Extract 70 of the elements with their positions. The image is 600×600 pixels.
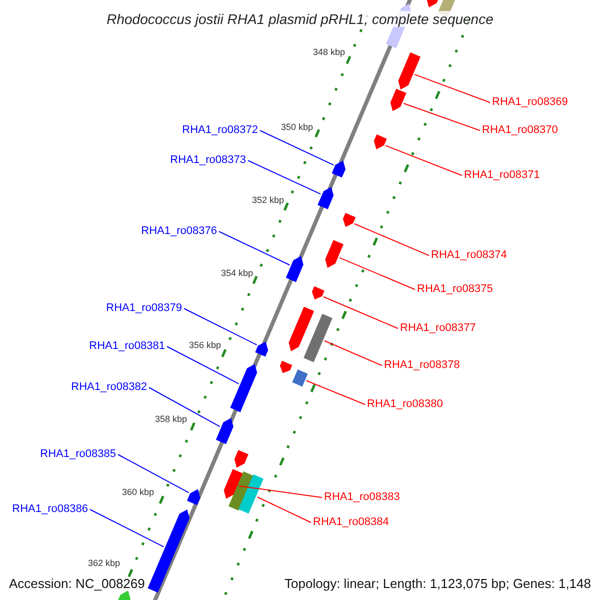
gene-feature bbox=[286, 256, 304, 282]
leader-line bbox=[260, 130, 334, 166]
gene-label: RHA1_ro08371 bbox=[464, 170, 540, 181]
leader-line bbox=[414, 74, 490, 103]
leader-line bbox=[385, 145, 462, 176]
gene-label: RHA1_ro08374 bbox=[431, 250, 507, 261]
tick-label: 354 kbp bbox=[220, 268, 253, 278]
gene-label: RHA1_ro08370 bbox=[482, 125, 558, 136]
gene-label: RHA1_ro08384 bbox=[313, 517, 389, 528]
tick-label: 348 kbp bbox=[312, 48, 345, 56]
gene-feature bbox=[390, 88, 406, 112]
gene-label: RHA1_ro08376 bbox=[141, 226, 217, 237]
gene-feature bbox=[304, 314, 332, 362]
gene-feature bbox=[280, 360, 292, 374]
gene-feature bbox=[426, 0, 440, 8]
gene-feature bbox=[228, 471, 254, 511]
gene-label: RHA1_ro08369 bbox=[492, 97, 568, 108]
tick-label: 356 kbp bbox=[188, 340, 221, 350]
leader-line bbox=[148, 387, 220, 428]
gene-label: RHA1_ro08382 bbox=[71, 382, 147, 393]
gene-feature bbox=[224, 469, 243, 499]
tick-label: 350 kbp bbox=[280, 122, 313, 132]
gene-feature bbox=[230, 364, 258, 412]
tick-label: 360 kbp bbox=[122, 488, 154, 496]
leader-line bbox=[338, 257, 416, 290]
gene-feature bbox=[234, 450, 248, 468]
gene-feature bbox=[238, 474, 264, 514]
gene-feature bbox=[288, 306, 314, 352]
gene-feature bbox=[312, 286, 324, 300]
gene-label: RHA1_ro08378 bbox=[384, 360, 460, 371]
gene-feature bbox=[216, 418, 234, 444]
tick-label: 358 kbp bbox=[154, 414, 187, 424]
gene-feature bbox=[398, 52, 420, 90]
gene-label: RHA1_ro08380 bbox=[367, 399, 443, 410]
map-title: Rhodococcus jostii RHA1 plasmid pRHL1, complete sequence bbox=[104, 11, 496, 27]
gene-label: RHA1_ro08381 bbox=[89, 341, 165, 352]
leader-line bbox=[324, 340, 382, 366]
leader-line bbox=[238, 485, 322, 498]
gene-feature bbox=[255, 342, 268, 357]
topology-note: Topology: linear; Length: 1,123,075 bp; Genes: 1,148 bbox=[284, 576, 591, 590]
gene-label: RHA1_ro08375 bbox=[417, 284, 493, 295]
gene-label: RHA1_ro08379 bbox=[106, 303, 182, 314]
accession-note: Accession: NC_008269 bbox=[9, 576, 145, 590]
gene-feature bbox=[374, 134, 387, 150]
leader-line bbox=[256, 496, 312, 523]
gene-feature bbox=[148, 510, 190, 593]
gene-label: RHA1_ro08383 bbox=[324, 492, 400, 503]
leader-line bbox=[403, 102, 480, 131]
gene-feature bbox=[325, 240, 344, 268]
leader-line bbox=[306, 380, 366, 405]
leader-line bbox=[218, 231, 290, 266]
gene-feature bbox=[318, 186, 334, 210]
gene-feature bbox=[187, 489, 200, 506]
tick-label: 352 kbp bbox=[252, 196, 284, 204]
leader-line bbox=[248, 160, 322, 195]
gene-label: RHA1_ro08373 bbox=[170, 155, 246, 166]
leader-line bbox=[166, 346, 240, 384]
leader-line bbox=[184, 308, 258, 346]
gene-label: RHA1_ro08386 bbox=[12, 504, 88, 515]
leader-line bbox=[322, 296, 398, 329]
gene-label: RHA1_ro08377 bbox=[400, 323, 476, 334]
leader-line bbox=[90, 509, 164, 548]
gene-feature bbox=[332, 160, 346, 178]
gene-label: RHA1_ro08385 bbox=[40, 449, 116, 460]
tick-label: 362 kbp bbox=[88, 558, 120, 568]
leader-line bbox=[354, 223, 430, 256]
gene-feature bbox=[292, 369, 308, 387]
leader-line bbox=[118, 454, 190, 494]
gene-feature bbox=[342, 212, 356, 227]
gene-label: RHA1_ro08372 bbox=[182, 125, 258, 136]
